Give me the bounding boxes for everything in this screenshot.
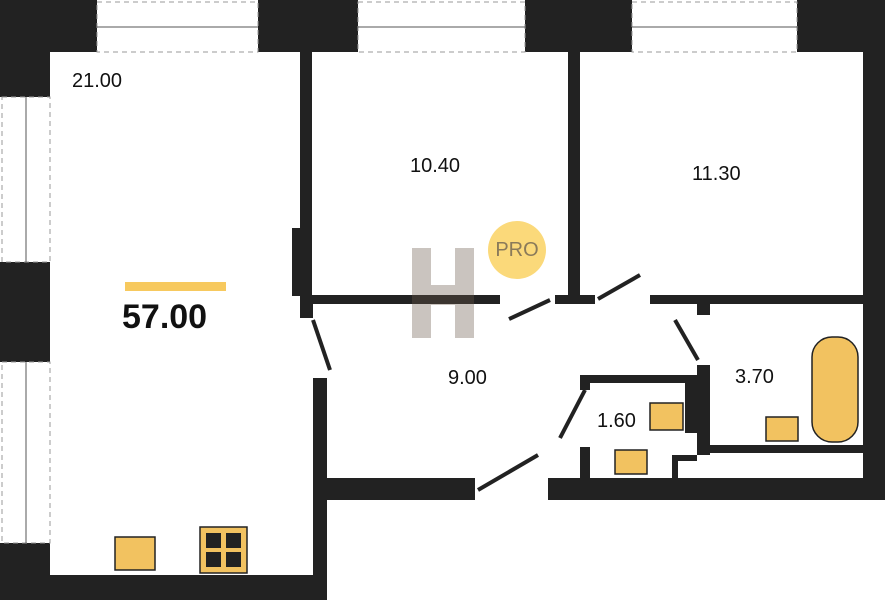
- total-area-accent-bar: [125, 282, 226, 291]
- total-area: 57.00: [122, 298, 208, 336]
- sink-icon: [765, 416, 799, 442]
- room-area-toilet: 1.60: [597, 410, 636, 432]
- stove-burners: [206, 533, 241, 567]
- toilet-icon: [649, 402, 684, 431]
- room-area-bedroom-2: 11.30: [692, 163, 741, 185]
- watermark-logo-icon: [412, 248, 474, 338]
- room-area-bedroom-1: 10.40: [410, 155, 461, 177]
- doors: [311, 273, 700, 492]
- room-area-living: 21.00: [72, 70, 123, 92]
- windows: [1, 1, 798, 544]
- bathtub-icon: [811, 336, 859, 443]
- sink-icon: [614, 449, 648, 475]
- kitchen-sink-icon: [114, 536, 156, 571]
- room-area-hallway: 9.00: [448, 367, 487, 389]
- pro-badge: PRO: [488, 221, 546, 279]
- room-area-bathroom: 3.70: [735, 366, 774, 388]
